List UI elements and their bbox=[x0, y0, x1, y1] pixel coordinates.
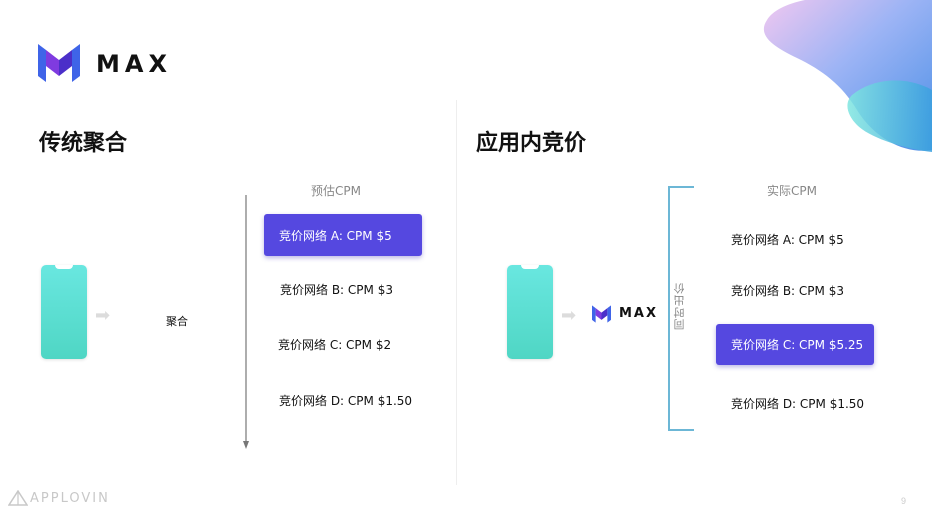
footer-brand: APPLOVIN bbox=[30, 491, 110, 506]
arrow-right-icon: ➡ bbox=[95, 305, 111, 325]
right-list-item-b: 竞价网络 B: CPM $3 bbox=[731, 284, 844, 298]
phone-icon bbox=[507, 265, 553, 359]
left-list-item-b: 竞价网络 B: CPM $3 bbox=[280, 283, 393, 297]
section-divider bbox=[456, 100, 457, 485]
right-list-item-c: 竞价网络 C: CPM $5.25 bbox=[716, 324, 874, 365]
bidding-bracket bbox=[668, 186, 694, 431]
mediation-label: 聚合 bbox=[166, 315, 188, 328]
max-logo-icon bbox=[38, 44, 80, 87]
right-list-item-a: 竞价网络 A: CPM $5 bbox=[731, 233, 844, 247]
max-logo-small-icon bbox=[592, 305, 611, 328]
down-arrow-line-icon bbox=[243, 195, 249, 456]
right-section-title: 应用内竞价 bbox=[476, 131, 587, 156]
right-column-header: 实际CPM bbox=[767, 184, 817, 198]
right-list-item-d: 竞价网络 D: CPM $1.50 bbox=[731, 397, 865, 411]
left-list-item-c: 竞价网络 C: CPM $2 bbox=[278, 338, 392, 352]
max-label: MAX bbox=[619, 306, 659, 321]
simultaneous-bidding-label: 同时出价 bbox=[673, 282, 686, 330]
left-list-item-d: 竞价网络 D: CPM $1.50 bbox=[279, 394, 413, 408]
phone-icon bbox=[41, 265, 87, 359]
decorative-gradient-blob bbox=[762, 0, 932, 155]
left-list-item-a: 竞价网络 A: CPM $5 bbox=[264, 214, 422, 256]
arrow-right-icon: ➡ bbox=[561, 305, 577, 325]
page-number: 9 bbox=[900, 496, 906, 506]
left-column-header: 预估CPM bbox=[311, 184, 361, 198]
applovin-logo-icon bbox=[7, 489, 29, 511]
left-section-title: 传统聚合 bbox=[39, 131, 128, 156]
brand-name: MAX bbox=[96, 50, 172, 78]
